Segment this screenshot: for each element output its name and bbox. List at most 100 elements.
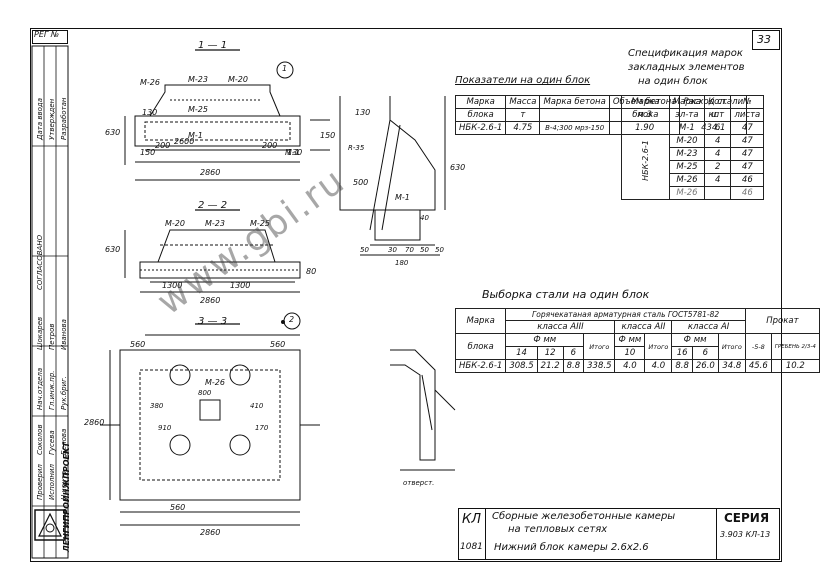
mark-m1: М-1 <box>188 131 203 140</box>
role-5: Исполнил <box>48 463 56 500</box>
name-2: Петров <box>48 323 56 351</box>
steel-a3-14: 14 <box>505 346 538 360</box>
name-1: Шокарев <box>36 316 44 350</box>
steel-v1: 21.2 <box>536 359 564 373</box>
ind-h-concrete: Марка бетона <box>539 95 610 109</box>
detail-dim-70: 70 <box>405 246 414 254</box>
steel-prokat-2: ГРЕБЕНЬ 2/3-4 <box>770 333 820 360</box>
steel-dia-a2: Ф мм <box>614 333 646 347</box>
dim-560b: 560 <box>270 340 285 349</box>
dim-910: 910 <box>158 424 172 432</box>
spec-r3-sheet: 47 <box>730 160 765 174</box>
dim-2600: 2600 <box>174 137 194 146</box>
name-5: Гусева <box>48 430 56 455</box>
left-stamp-strip <box>31 45 69 559</box>
dim-380: 380 <box>150 402 164 410</box>
ind-sh-0: блока <box>454 108 507 122</box>
spec-r4-qty: 4 <box>704 173 732 187</box>
title-line-1: Сборные железобетонные камеры <box>492 511 676 522</box>
spec-r2-mark: М-23 <box>668 147 706 161</box>
spec-title-2: закладных элементов <box>628 62 745 73</box>
spec-table: Марка Марка Кол. № блока эл-та шт листа … <box>621 95 765 200</box>
detail-dim-50a: 50 <box>360 246 369 254</box>
mark-m20b: М-20 <box>165 219 185 228</box>
steel-title: Выборка стали на один блок <box>482 288 650 301</box>
hook-detail <box>390 349 456 471</box>
detail-dim-50b: 50 <box>420 246 429 254</box>
mark-m23b: М-23 <box>205 219 225 228</box>
ind-concrete: В-4;300 мрз-150 <box>539 121 610 135</box>
spec-title-1: Спецификация марок <box>628 48 743 59</box>
steel-a1-6: 6 <box>691 346 719 360</box>
steel-v3: 338.5 <box>583 359 616 373</box>
sheet-frame <box>30 28 782 562</box>
ind-sh-1: т <box>505 108 541 122</box>
section-2-label: 2 — 2 <box>198 200 228 211</box>
spec-r1-mark: М-20 <box>668 134 706 148</box>
mark-m20: М-20 <box>228 75 248 84</box>
role-3: Рук.бриг. <box>60 375 68 410</box>
series-number: 3.903 КЛ-13 <box>720 530 771 539</box>
steel-v4: 4.0 <box>614 359 646 373</box>
dim-1300a: 1300 <box>162 281 182 290</box>
strip-text-3: Разработан <box>60 97 68 140</box>
ind-h-mass: Масса <box>505 95 541 109</box>
steel-dia-a1: Ф мм <box>671 333 719 347</box>
mark-m26b: М-26 <box>205 378 225 387</box>
title-line-2: на тепловых сетях <box>508 524 608 535</box>
section-2-2 <box>124 209 301 293</box>
spec-h-block: Марка <box>621 95 670 109</box>
dim-150b: 150 <box>320 131 335 140</box>
section-1-1 <box>124 49 330 181</box>
steel-a1-16: 16 <box>671 346 693 360</box>
title-line-3: Нижний блок камеры 2.6х2.6 <box>494 542 649 553</box>
detail-dim-500: 500 <box>353 178 368 187</box>
steel-v7: 26.0 <box>691 359 719 373</box>
steel-h-a1: класса АI <box>671 320 746 334</box>
reg-label: РЕГ № <box>34 30 60 39</box>
dim-2860b: 2860 <box>200 296 220 305</box>
section-3-3 <box>100 312 320 526</box>
dim-200b: 200 <box>262 141 277 150</box>
steel-v9: 45.6 <box>744 359 772 373</box>
spec-block: НБК-2.6-1 <box>640 140 650 181</box>
mark-m23: М-23 <box>188 75 208 84</box>
dim-630b: 630 <box>105 245 120 254</box>
spec-sh-0: блока <box>621 108 670 122</box>
dim-2860c: 2860 <box>200 528 220 537</box>
detail-dim-30: 30 <box>388 246 397 254</box>
callout-1: 1 <box>282 64 288 73</box>
spec-r3-mark: М-25 <box>668 160 706 174</box>
dim-2860: 2860 <box>200 168 220 177</box>
dim-2860d: 2860 <box>84 418 104 427</box>
spec-r2-sheet: 47 <box>730 147 765 161</box>
name-4: Соколов <box>36 424 44 455</box>
dim-560a: 560 <box>130 340 145 349</box>
spec-h-el: Марка <box>668 95 706 109</box>
detail-dim-630: 630 <box>450 163 465 172</box>
spec-r4-mark: М-26 <box>668 173 706 187</box>
role-1: Нач.отдела <box>36 367 44 410</box>
spec-r5-sheet: 46 <box>730 186 765 200</box>
detail-mark-m1a: М-1 <box>395 193 410 202</box>
steel-prokat-1: -5-8 <box>744 333 772 360</box>
section-1-label: 1 — 1 <box>198 40 228 51</box>
spec-sh-2: шт <box>704 108 732 122</box>
ind-h-mark: Марка <box>454 95 507 109</box>
detail-mark-m1b: М-1 <box>285 148 300 157</box>
steel-a3-12: 12 <box>536 346 564 360</box>
steel-v5: 4.0 <box>644 359 673 373</box>
steel-total-a1: Итого <box>717 333 746 360</box>
spec-r0-sheet: 47 <box>730 121 765 135</box>
spec-r0-mark: М-1 <box>668 121 706 135</box>
role-2: Гл.инж.пр. <box>48 370 56 410</box>
steel-dia-a3: Ф мм <box>505 333 585 347</box>
section-3-label: 3 — 3 <box>198 316 228 327</box>
name-3: Иванова <box>60 319 68 350</box>
steel-v6: 8.8 <box>671 359 693 373</box>
steel-h-a3: класса АIII <box>505 320 616 334</box>
spec-h-qty: Кол. <box>704 95 732 109</box>
detail-dim-40: 40 <box>420 214 429 222</box>
dim-800: 800 <box>198 389 212 397</box>
stamp-text: СОГЛАСОВАНО <box>36 234 44 290</box>
